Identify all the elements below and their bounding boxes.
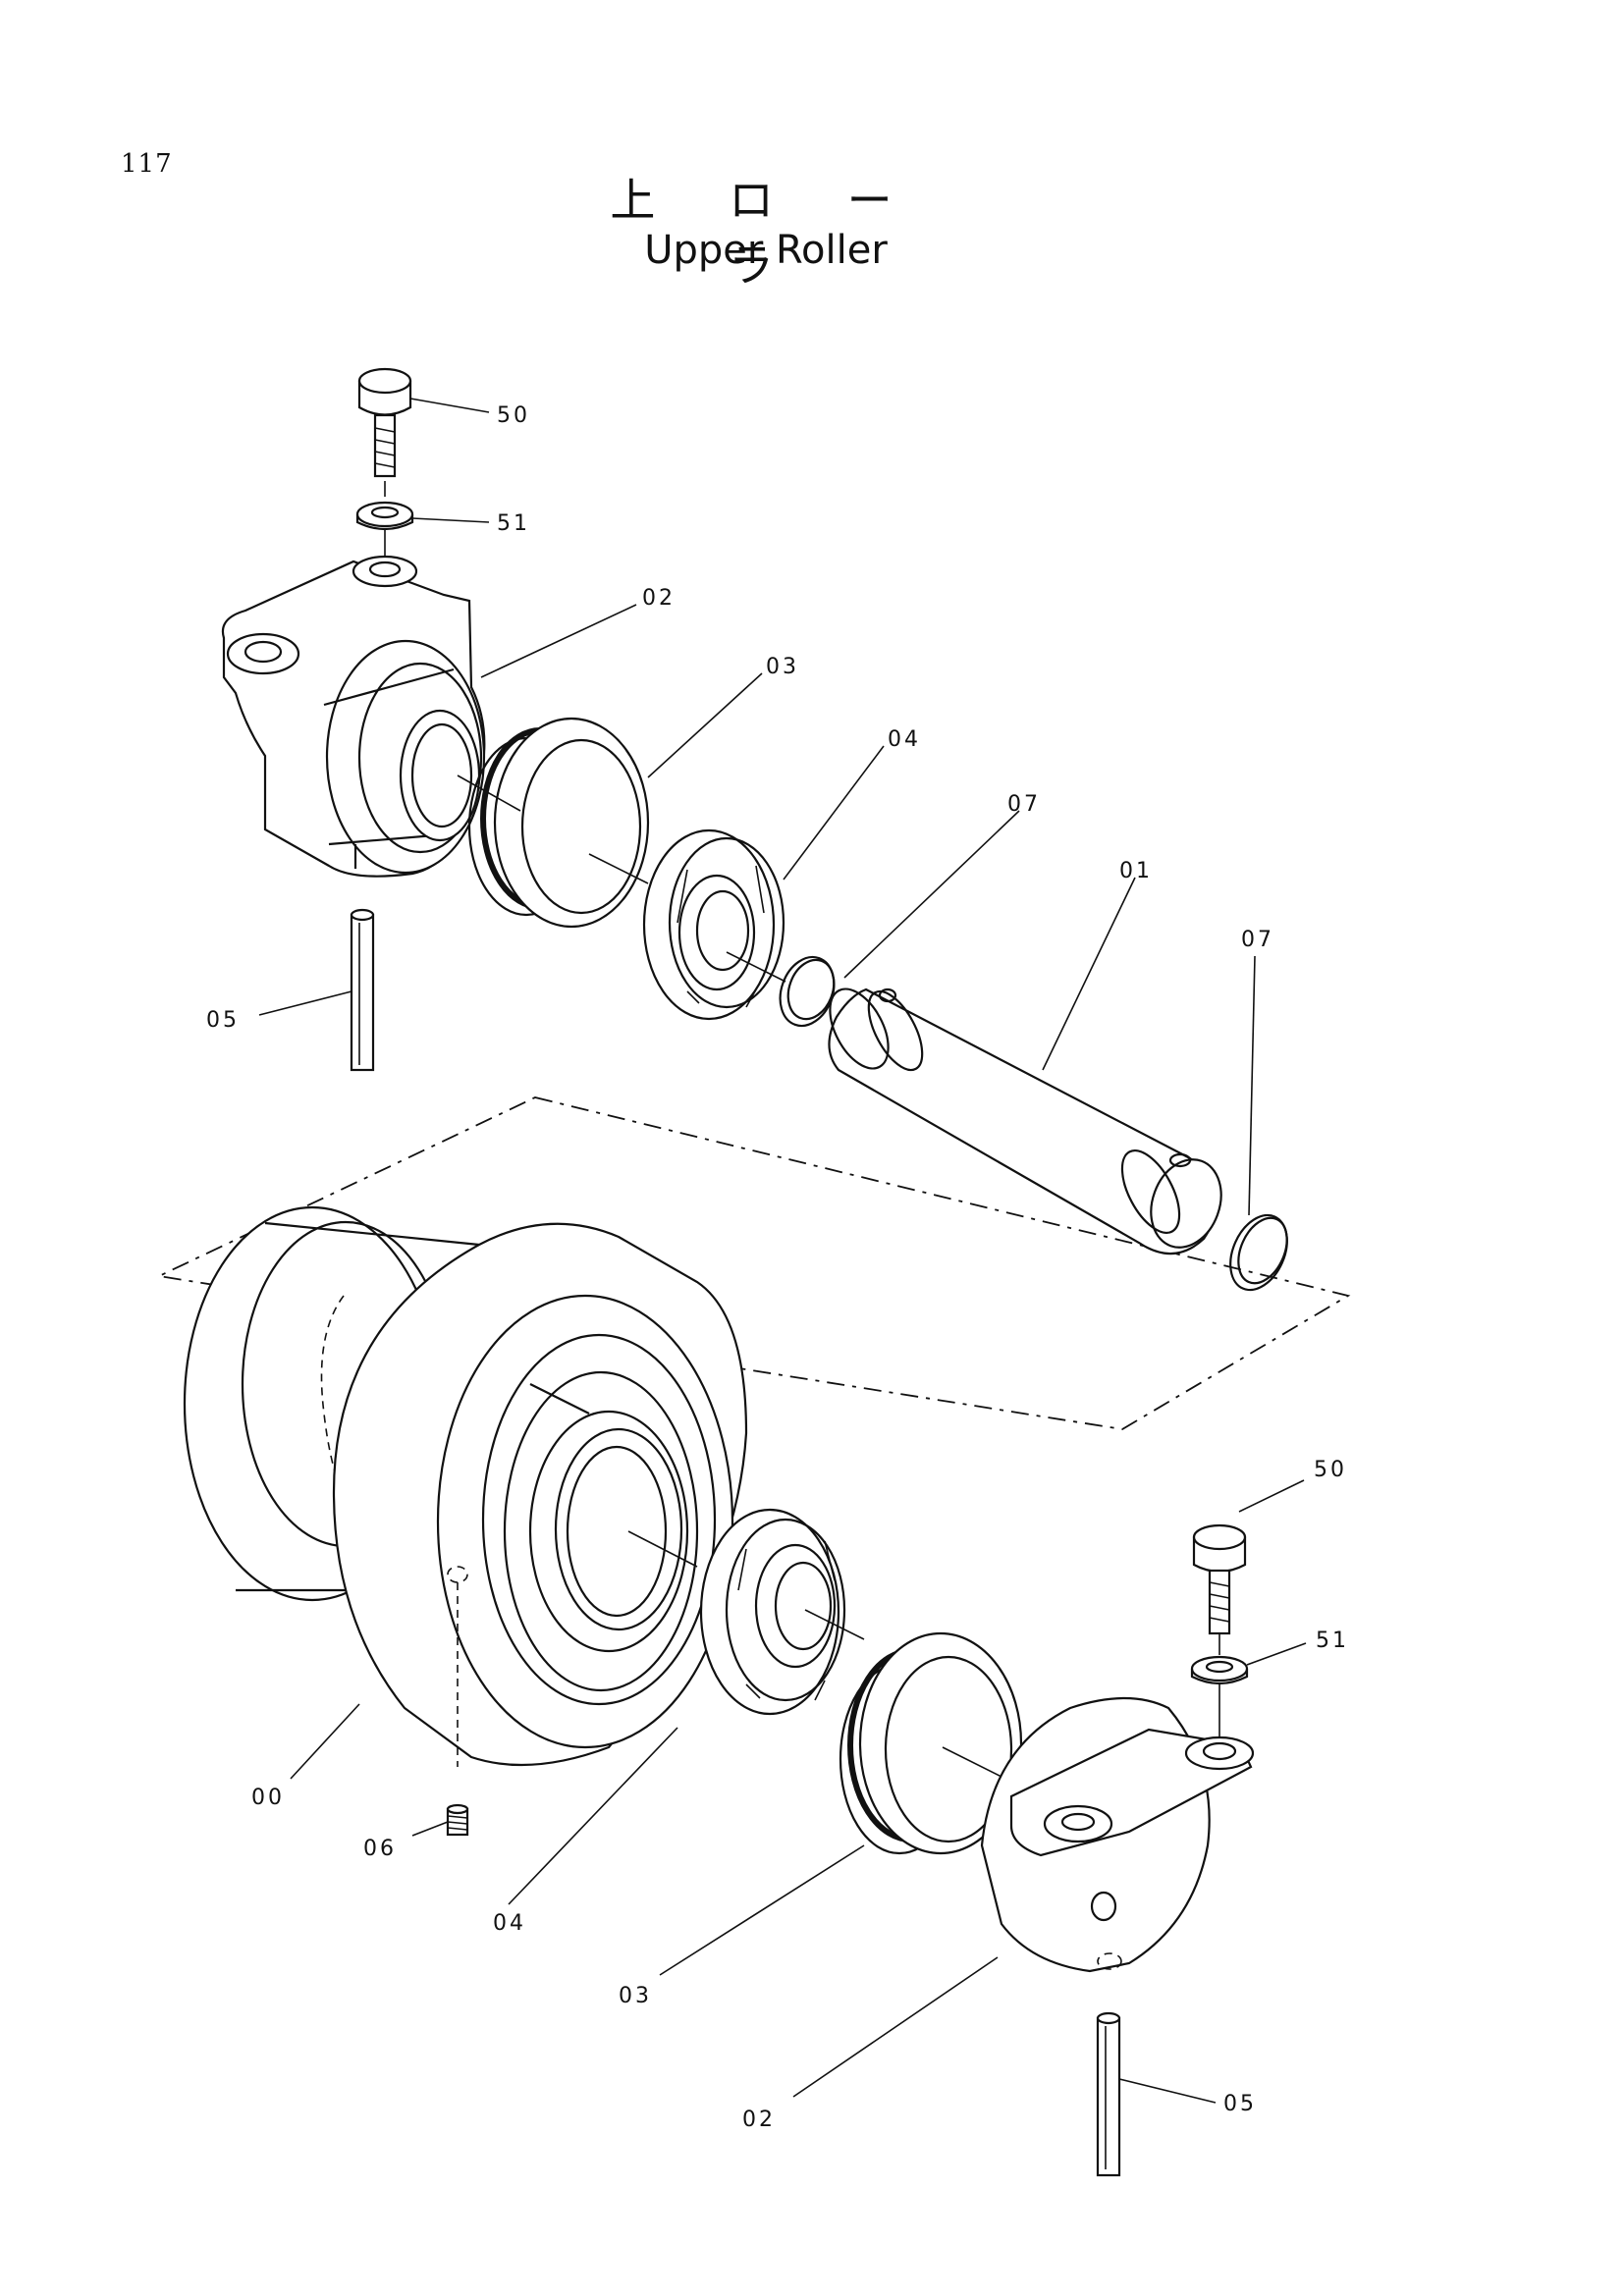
label-00: 00 [251, 1786, 285, 1810]
washer-top [355, 501, 414, 531]
title-japanese: 上 ロ ー ラ [610, 174, 922, 292]
o-ring-middle [779, 955, 836, 1028]
bolt-bottom [1192, 1523, 1247, 1635]
shaft [828, 988, 1222, 1255]
page-number: 117 [121, 149, 173, 179]
pin-top [350, 908, 375, 1072]
pin-bottom [1096, 2011, 1121, 2177]
label-07-middle: 07 [1007, 792, 1041, 817]
o-ring-right [1229, 1213, 1288, 1292]
label-03-top: 03 [766, 655, 799, 679]
label-05-bottom: 05 [1223, 2092, 1257, 2116]
seal-bottom [839, 1631, 1023, 1855]
label-07-right: 07 [1241, 928, 1274, 952]
bearing-top [642, 828, 785, 1021]
roller-body [183, 1205, 748, 1767]
leader-lines [258, 398, 1307, 2104]
label-04-bottom: 04 [493, 1911, 526, 1936]
label-50-top: 50 [497, 403, 530, 428]
plug [446, 1803, 469, 1837]
label-03-bottom: 03 [619, 1984, 652, 2008]
center-lines [384, 481, 1220, 1778]
label-05-top: 05 [206, 1008, 240, 1033]
label-04-top: 04 [888, 727, 921, 752]
washer-bottom [1190, 1655, 1249, 1685]
seal-top [467, 717, 650, 929]
bolt-top [357, 367, 412, 478]
bracket-bottom [980, 1696, 1255, 1973]
label-06: 06 [363, 1837, 397, 1861]
bracket-top [221, 555, 486, 878]
label-50-bottom: 50 [1314, 1458, 1347, 1482]
label-02-bottom: 02 [742, 2108, 776, 2132]
title-english: Upper Roller [644, 228, 888, 273]
label-01: 01 [1119, 859, 1153, 883]
label-51-top: 51 [497, 511, 530, 536]
label-51-bottom: 51 [1316, 1629, 1349, 1653]
label-02-top: 02 [642, 586, 676, 611]
bearing-bottom [699, 1508, 846, 1716]
part-labels: 50 51 02 03 04 07 01 07 05 50 51 00 06 0… [206, 403, 1349, 2132]
